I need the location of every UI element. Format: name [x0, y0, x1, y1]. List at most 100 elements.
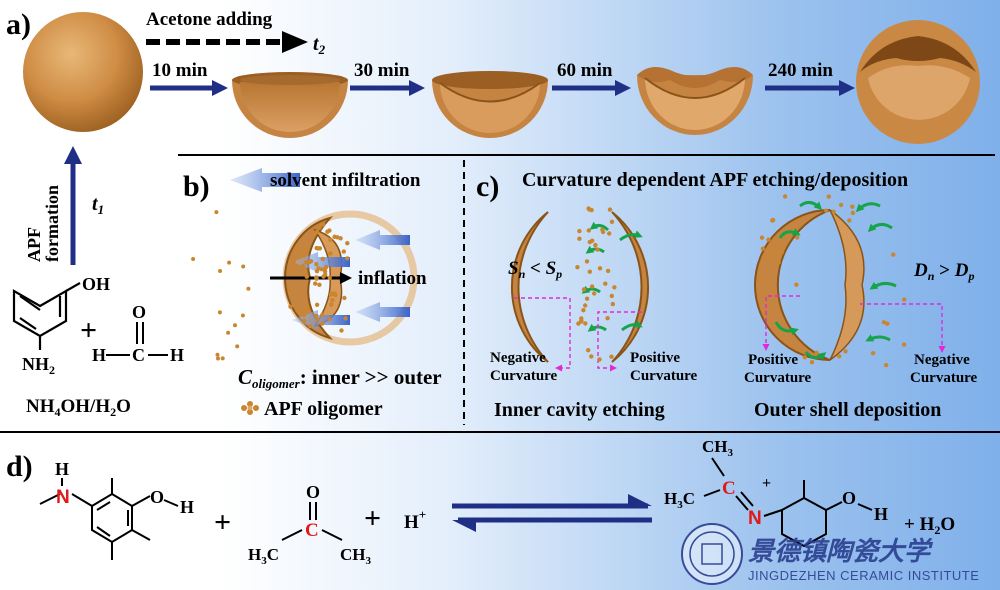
oligomer-dot — [314, 262, 319, 267]
oligomer-dot — [575, 265, 580, 270]
inner-cavity-etching-caption: Inner cavity etching — [494, 399, 665, 421]
oligomer-dot — [850, 210, 856, 216]
oligomer-dot — [304, 274, 309, 279]
bowl-10min — [232, 72, 348, 138]
curvature-label-left-pos: Curvature — [630, 368, 698, 384]
oligomer-dot — [605, 268, 611, 274]
oligomer-dot — [584, 296, 590, 301]
oligomer-dot — [757, 276, 763, 281]
oligomer-dot — [314, 302, 320, 307]
curvature-label-right-pos: Curvature — [744, 370, 812, 386]
curvature-label-left-neg: Curvature — [490, 368, 558, 384]
oligomer-dot — [328, 237, 333, 242]
oligomer-dot — [322, 269, 328, 274]
oligomer-dot — [241, 264, 246, 269]
oligomer-dot — [838, 202, 844, 208]
panel-d: d) H N O H + O C H3C CH3 + H+ — [6, 437, 955, 567]
oligomer-dot — [766, 237, 771, 242]
panel-d-label: d) — [6, 450, 33, 483]
oligomer-dot — [577, 228, 582, 234]
oligomer-dot — [587, 239, 592, 245]
equilibrium-arrows — [452, 494, 652, 532]
product-oh-bond — [857, 503, 873, 511]
oligomer-dot — [595, 247, 600, 252]
oligomer-dot — [301, 312, 306, 318]
oligomer-dot — [609, 219, 615, 224]
oligomer-dot — [327, 317, 332, 322]
phenol-o: O — [150, 487, 164, 507]
oligomer-dot — [794, 282, 799, 287]
oligomer-dot — [589, 284, 595, 289]
acetone-left-bond — [281, 529, 303, 541]
phenol-h: H — [180, 497, 194, 517]
oligomer-dot — [317, 282, 322, 287]
oligomer-dot — [850, 204, 855, 209]
t1-label: t1 — [92, 193, 104, 217]
oligomer-dot — [603, 281, 608, 286]
oligomer-dot — [587, 269, 592, 274]
bowl-60min — [637, 66, 753, 135]
oligomer-dot — [779, 249, 785, 255]
plus-sign-a: + — [80, 314, 97, 347]
amine-n: N — [56, 487, 70, 508]
oligomer-dot — [215, 352, 220, 357]
oligomer-dot — [759, 235, 765, 240]
formaldehyde-h-left: H — [92, 345, 106, 365]
oligomer-dot — [289, 287, 294, 292]
oligomer-dot — [303, 246, 308, 251]
acetone-label: Acetone adding — [146, 9, 273, 30]
nh2-group: NH2 — [22, 354, 55, 377]
oligomer-dot — [319, 267, 324, 272]
oligomer-dot — [589, 207, 594, 213]
oligomer-dot — [288, 260, 293, 265]
acetone-o: O — [306, 482, 320, 502]
oligomer-dot — [339, 328, 344, 333]
oligomer-dot — [586, 348, 591, 353]
oligomer-dot — [227, 260, 232, 265]
green-arrows-right — [774, 201, 897, 361]
blue-arrow-2 — [292, 252, 350, 272]
oligomer-dot — [291, 259, 296, 264]
oligomer-dot — [302, 318, 307, 324]
magenta-guide-negative-right — [860, 303, 946, 353]
negative-label-left: Negative — [490, 350, 546, 366]
oligomer-dot — [321, 222, 326, 227]
oligomer-dot — [597, 266, 603, 271]
oligomer-dot — [217, 310, 222, 315]
oligomer-dot — [824, 208, 829, 213]
oligomer-dot — [324, 264, 329, 270]
panel-a: a) Acetone adding t2 10 min 30 min 60 mi… — [6, 8, 980, 419]
oligomer-dot — [760, 246, 766, 251]
apf-text: APF — [24, 227, 44, 262]
oligomer-dot — [607, 207, 613, 212]
oligomer-dot — [218, 269, 223, 273]
oligomer-dot — [581, 287, 587, 292]
oligomer-dot — [342, 295, 347, 301]
institute-seal-inner-ring — [689, 531, 735, 577]
oligomer-dot — [583, 303, 588, 308]
oligomer-dot — [765, 253, 770, 258]
product-left-bond — [703, 489, 721, 497]
oligomer-dot — [312, 232, 317, 237]
oligomer-dot — [581, 308, 586, 313]
time-label-10: 10 min — [152, 60, 208, 81]
product-top-bond — [711, 457, 725, 477]
oligomer-dot — [226, 330, 231, 335]
dn-dp-label: Dn > Dp — [913, 260, 974, 283]
outer-shell-deposition-caption: Outer shell deposition — [754, 399, 941, 421]
blue-arrow-3 — [355, 302, 410, 322]
magenta-guide-negative-left — [514, 297, 571, 372]
product-c: C — [722, 478, 736, 499]
oligomer-dot — [593, 242, 598, 248]
oligomer-dot — [323, 272, 328, 277]
oligomer-dot — [335, 235, 340, 240]
oligomer-dot — [314, 313, 319, 319]
sn-sp-label: Sn < Sp — [508, 258, 562, 281]
oligomer-dot — [885, 321, 890, 326]
oligomer-dot — [776, 260, 781, 265]
aromatic-amine-structure — [39, 478, 179, 560]
plus-sign-d1: + — [214, 506, 231, 539]
oligomer-dot — [795, 235, 800, 240]
plus-sign-d2: + — [364, 502, 381, 535]
